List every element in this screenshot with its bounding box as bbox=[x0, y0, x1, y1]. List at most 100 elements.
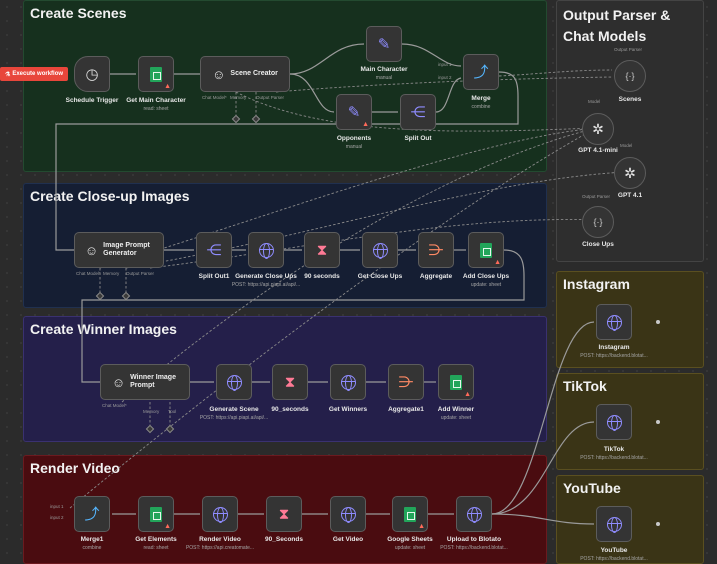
node-gpt-41[interactable]: ✲ bbox=[614, 157, 646, 189]
node-label: Image Prompt Generator bbox=[103, 242, 150, 257]
node-split-out1[interactable]: ⋲ bbox=[196, 232, 232, 268]
group-title: TikTok bbox=[563, 378, 607, 394]
port-label: Output Parser bbox=[256, 95, 285, 100]
node-subtitle: POST: https://api.creatomate... bbox=[185, 545, 255, 551]
braces-icon: {·} bbox=[593, 216, 603, 227]
robot-icon: ☺ bbox=[111, 374, 126, 390]
edit-icon: ✎ bbox=[347, 103, 361, 121]
port-label: Model bbox=[588, 99, 601, 104]
node-generate-scene[interactable] bbox=[216, 364, 252, 400]
node-google-sheets[interactable]: ▲ bbox=[392, 496, 428, 532]
globe-icon bbox=[340, 506, 356, 523]
node-label: Upload to Blotato bbox=[446, 536, 502, 543]
split-icon: ⋲ bbox=[206, 241, 222, 259]
node-label: Get Elements bbox=[135, 536, 177, 543]
node-label: Main Character bbox=[360, 66, 408, 73]
node-gpt-41-mini[interactable]: ✲ bbox=[582, 113, 614, 145]
node-add-close-ups[interactable]: ▲ bbox=[468, 232, 504, 268]
group-title: Create Winner Images bbox=[30, 321, 177, 337]
openai-icon: ✲ bbox=[592, 120, 604, 137]
sheets-icon bbox=[150, 506, 162, 522]
output-handle[interactable] bbox=[656, 420, 660, 424]
port-label: input 1 bbox=[438, 62, 452, 67]
node-label: GPT 4.1 bbox=[617, 192, 643, 199]
node-label: Scenes bbox=[618, 96, 642, 103]
node-subtitle: POST: https://backend.blotat... bbox=[580, 455, 648, 461]
node-label: Instagram bbox=[598, 344, 630, 351]
node-90-seconds-b[interactable]: ⧗ bbox=[272, 364, 308, 400]
output-handle[interactable] bbox=[656, 522, 660, 526]
node-get-close-ups[interactable] bbox=[362, 232, 398, 268]
node-subtitle: manual bbox=[345, 144, 363, 150]
openai-icon: ✲ bbox=[624, 164, 636, 181]
node-get-elements[interactable]: ▲ bbox=[138, 496, 174, 532]
group-output-parser: Output Parser & Chat Models bbox=[556, 0, 704, 262]
globe-icon bbox=[372, 242, 388, 259]
group-title: YouTube bbox=[563, 480, 621, 496]
node-tiktok[interactable] bbox=[596, 404, 632, 440]
output-handle[interactable] bbox=[656, 320, 660, 324]
node-youtube[interactable] bbox=[596, 506, 632, 542]
group-title: Instagram bbox=[563, 276, 630, 292]
node-get-winners[interactable] bbox=[330, 364, 366, 400]
globe-icon bbox=[226, 374, 242, 391]
node-add-winner[interactable]: ▲ bbox=[438, 364, 474, 400]
node-opponents[interactable]: ✎▲ bbox=[336, 94, 372, 130]
node-get-video[interactable] bbox=[330, 496, 366, 532]
globe-icon bbox=[606, 414, 622, 431]
node-winner-image-prompt[interactable]: ☺Winner Image Prompt bbox=[100, 364, 190, 400]
node-label: Aggregate bbox=[419, 273, 453, 280]
node-aggregate1[interactable]: ⋺ bbox=[388, 364, 424, 400]
warning-icon: ▲ bbox=[494, 259, 501, 266]
node-label: Merge bbox=[471, 95, 491, 102]
node-subtitle: read: sheet bbox=[143, 545, 169, 551]
execute-label: Execute workflow bbox=[12, 71, 64, 77]
node-90-seconds-c[interactable]: ⧗ bbox=[266, 496, 302, 532]
node-upload-to-blotato[interactable] bbox=[456, 496, 492, 532]
node-label: TikTok bbox=[603, 446, 625, 453]
node-generate-close-ups[interactable] bbox=[248, 232, 284, 268]
node-label: Get Main Character bbox=[126, 97, 186, 104]
aggregate-icon: ⋺ bbox=[398, 373, 414, 391]
node-90-seconds[interactable]: ⧗ bbox=[304, 232, 340, 268]
port-label: Chat Model* bbox=[202, 95, 227, 100]
node-merge1[interactable]: ⤴ bbox=[74, 496, 110, 532]
node-label: Get Video bbox=[332, 536, 364, 543]
merge-icon: ⤴ bbox=[473, 63, 489, 81]
warning-icon: ▲ bbox=[164, 83, 171, 90]
node-subtitle: POST: https://backend.blotat... bbox=[440, 545, 508, 551]
node-schedule-trigger[interactable]: ◷ bbox=[74, 56, 110, 92]
node-scene-creator[interactable]: ☺Scene Creator bbox=[200, 56, 290, 92]
node-subtitle: manual bbox=[375, 75, 393, 81]
execute-workflow-button[interactable]: ⚗Execute workflow bbox=[0, 67, 68, 81]
sheets-icon bbox=[150, 66, 162, 82]
node-split-out[interactable]: ⋲ bbox=[400, 94, 436, 130]
node-render-video[interactable] bbox=[202, 496, 238, 532]
node-subtitle: POST: https://backend.blotat... bbox=[580, 556, 648, 562]
group-title: Render Video bbox=[30, 460, 120, 476]
node-label: Schedule Trigger bbox=[65, 97, 119, 104]
node-image-prompt-generator[interactable]: ☺Image Prompt Generator bbox=[74, 232, 164, 268]
node-label: Scene Creator bbox=[230, 70, 278, 77]
node-scenes-parser[interactable]: {·} bbox=[614, 60, 646, 92]
port-label: input 1 bbox=[50, 504, 64, 509]
node-merge[interactable]: ⤴ bbox=[463, 54, 499, 90]
globe-icon bbox=[606, 516, 622, 533]
flask-icon: ⚗ bbox=[4, 71, 11, 78]
port-label: Memory bbox=[103, 271, 120, 276]
node-subtitle: update: sheet bbox=[394, 545, 426, 551]
node-instagram[interactable] bbox=[596, 304, 632, 340]
group-title: Output Parser & Chat Models bbox=[563, 7, 671, 44]
port-label: Output Parser bbox=[126, 271, 155, 276]
node-get-main-character[interactable]: ▲ bbox=[138, 56, 174, 92]
hourglass-icon: ⧗ bbox=[278, 505, 290, 523]
node-aggregate[interactable]: ⋺ bbox=[418, 232, 454, 268]
node-subtitle: read: sheet bbox=[143, 106, 169, 112]
node-label: Get Close Ups bbox=[357, 273, 403, 280]
node-label: Generate Scene bbox=[209, 406, 259, 413]
node-main-character[interactable]: ✎ bbox=[366, 26, 402, 62]
node-label: YouTube bbox=[600, 547, 628, 554]
group-title: Create Close-up Images bbox=[30, 188, 190, 204]
warning-icon: ▲ bbox=[418, 523, 425, 530]
node-closeups-parser[interactable]: {·} bbox=[582, 206, 614, 238]
